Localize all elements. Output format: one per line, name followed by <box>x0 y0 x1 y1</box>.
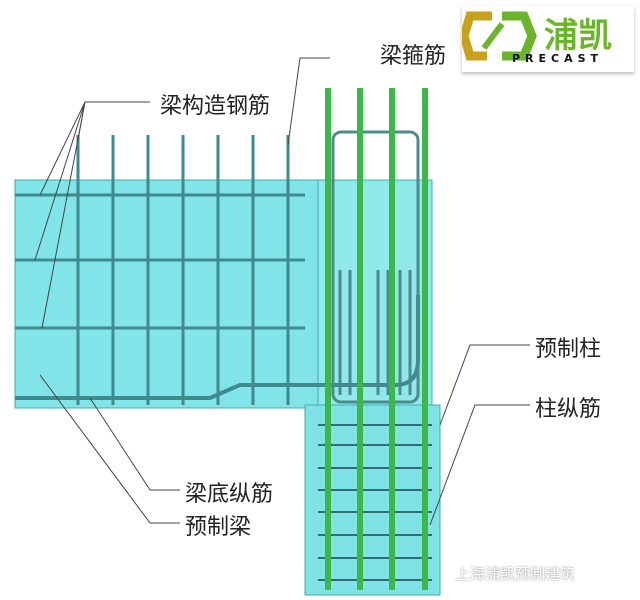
label-beam-stirrup: 梁箍筋 <box>380 44 447 69</box>
logo-english: PRECAST <box>512 52 604 65</box>
company-logo: 浦凯 PRECAST <box>462 6 634 72</box>
label-precast-beam: 预制梁 <box>185 515 252 540</box>
label-precast-column: 预制柱 <box>535 337 602 362</box>
beam-construction-rebars <box>15 135 305 405</box>
label-beam-bottom-rebar: 梁底纵筋 <box>185 482 274 507</box>
column-joint-zone <box>317 179 433 406</box>
label-beam-construction-rebar: 梁构造钢筋 <box>160 94 271 119</box>
logo-mark-icon <box>462 11 537 61</box>
column-ties <box>318 424 432 581</box>
beam-stirrups <box>331 130 420 404</box>
watermark: 上海浦凯预制建筑 <box>455 565 576 583</box>
label-column-longitudinal-rebar: 柱纵筋 <box>535 397 602 422</box>
leader-lines <box>34 57 530 526</box>
precast-beam-body <box>14 179 319 409</box>
logo-chinese: 浦凯 <box>544 16 612 56</box>
column-longitudinal-rebars <box>325 88 428 590</box>
